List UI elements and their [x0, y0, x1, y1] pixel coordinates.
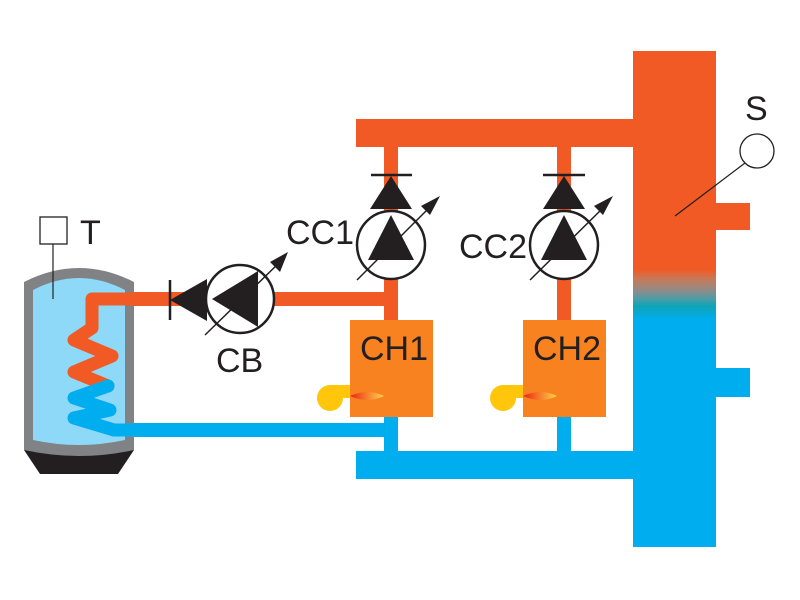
separator-mix-section [633, 250, 716, 320]
pump-cc1-variable-speed-arrowhead [421, 196, 440, 215]
pump-cc1: CC1 [286, 173, 440, 281]
pump-cb-variable-speed-line [204, 259, 283, 336]
boiler-ch1: CH1 [317, 320, 433, 417]
pump-cc1-variable-speed-line [356, 204, 433, 281]
check-valve-cc2-icon [543, 176, 585, 209]
pump-cb: CB [168, 252, 288, 380]
storage-tank: T [24, 214, 141, 474]
pump-cb-arrow [212, 271, 258, 327]
pump-cb-label: CB [216, 342, 263, 380]
cold-return-ch2 [557, 414, 571, 454]
pump-cc1-arrow [368, 215, 414, 260]
tank-coil-hot [67, 292, 141, 393]
tank-thermostat-icon [39, 216, 68, 245]
boiler-ch2-body [523, 320, 606, 417]
separator-hot-section [633, 51, 716, 251]
burner-ch1-icon [317, 385, 350, 411]
hydraulic-separator [633, 51, 750, 547]
tank-label: T [80, 214, 101, 252]
tank-coil-cold [67, 379, 141, 437]
flame-ch2-icon [523, 392, 557, 400]
pump-cc2-variable-speed-line [529, 204, 607, 281]
check-valve-cc1-icon [370, 176, 412, 209]
pump-cc1-label: CC1 [286, 214, 354, 252]
pump-cc2: CC2 [459, 173, 613, 281]
burner-ch2-icon [490, 385, 523, 411]
sensor-s-probe [674, 162, 746, 217]
check-valve-cb-icon [170, 279, 207, 321]
pump-cc2-label: CC2 [459, 228, 527, 266]
boiler-ch1-label: CH1 [360, 330, 428, 368]
sensor-s-icon [739, 133, 775, 169]
separator-hot-outlet [714, 203, 750, 230]
pump-cc2-variable-speed-arrowhead [594, 196, 613, 215]
flame-ch1-icon [350, 392, 384, 400]
hot-header-pipe [356, 119, 635, 147]
separator-cold-inlet [714, 368, 750, 397]
tank-cold-return-pipe [110, 423, 398, 437]
pump-cb-variable-speed-arrowhead [270, 252, 288, 272]
pump-cc2-arrow [541, 215, 587, 260]
sensor-s: S [674, 90, 775, 217]
tank-base-foot [26, 450, 132, 470]
boiler-ch2: CH2 [490, 320, 606, 417]
sensor-s-label: S [745, 90, 768, 128]
cold-header-pipe [356, 451, 635, 479]
boiler-ch2-label: CH2 [533, 330, 601, 368]
boiler-ch1-body [350, 320, 433, 417]
separator-cold-section [633, 318, 716, 547]
